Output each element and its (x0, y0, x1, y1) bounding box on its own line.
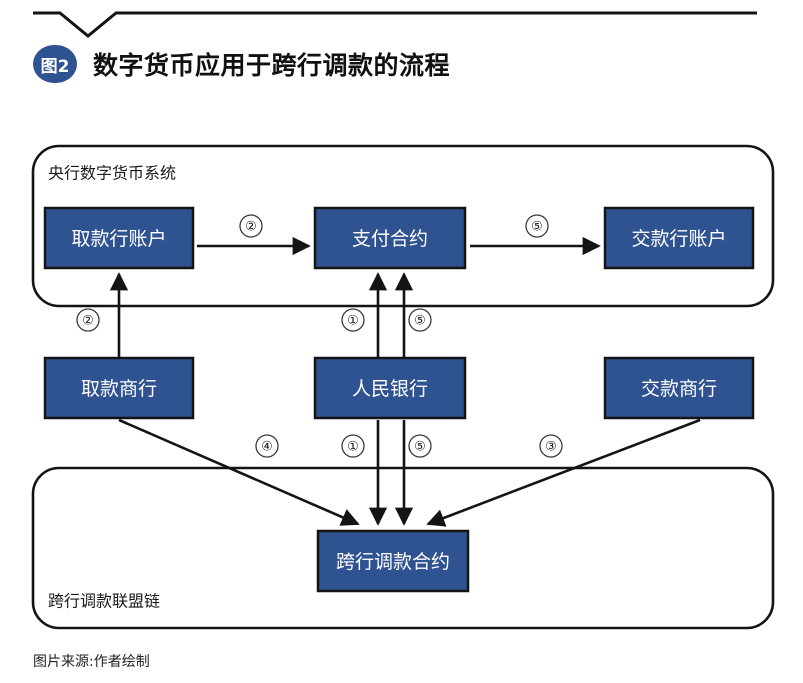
connector-layer (109, 236, 701, 527)
figure-number-badge: 图2 (33, 45, 77, 83)
step-badge-circle (539, 434, 563, 458)
step-badge-label: ⑤ (531, 220, 543, 235)
step-badge-label: ③ (545, 440, 557, 455)
source-note: 图片来源:作者绘制 (33, 654, 150, 670)
step-badge-circle (341, 308, 365, 332)
node-transfer-contract-label: 跨行调款合约 (336, 551, 450, 573)
node-pay-contract-box[interactable] (313, 206, 467, 270)
step-badge-label: ④ (261, 440, 273, 455)
edge-withdraw-bank-to-transfer-contract (118, 418, 360, 526)
node-withdraw-account-label: 取款行账户 (71, 228, 166, 250)
zone-chain-label: 跨行调款联盟链 (48, 592, 160, 611)
step-badge-label: ② (245, 220, 257, 235)
node-pay-contract[interactable]: 支付合约 (313, 206, 467, 270)
step-badge-circle (408, 308, 432, 332)
node-receive-bank[interactable]: 交款商行 (603, 356, 755, 420)
step-badge-circle (408, 434, 432, 458)
node-pboc-label: 人民银行 (352, 378, 428, 400)
node-receive-account[interactable]: 交款行账户 (603, 206, 755, 270)
step-badge-circle (76, 308, 100, 332)
step-badge-circle (239, 214, 263, 238)
step-badge-circle (255, 434, 279, 458)
step-badge-2-account-to-pay: ② (239, 214, 263, 238)
step-badge-label: ⑤ (414, 440, 426, 455)
step-badge-label: ① (347, 440, 359, 455)
page-title: 数字货币应用于跨行调款的流程 (93, 51, 451, 80)
edge-receive-bank-to-transfer-contract (426, 418, 701, 527)
step-badge-2-withdraw-up: ② (76, 308, 100, 332)
node-withdraw-bank[interactable]: 取款商行 (43, 356, 195, 420)
node-withdraw-account-box[interactable] (43, 206, 195, 270)
step-badge-circle (341, 434, 365, 458)
node-withdraw-bank-label: 取款商行 (81, 378, 157, 400)
node-transfer-contract-box[interactable] (316, 529, 470, 593)
step-badge-4-withdraw-to-transfer: ④ (255, 434, 279, 458)
node-receive-account-box[interactable] (603, 206, 755, 270)
node-receive-bank-label: 交款商行 (641, 378, 717, 400)
node-withdraw-account[interactable]: 取款行账户 (43, 206, 195, 270)
step-badge-label: ② (82, 314, 94, 329)
node-pboc[interactable]: 人民银行 (313, 356, 467, 420)
node-transfer-contract[interactable]: 跨行调款合约 (316, 529, 470, 593)
step-badge-circle (525, 214, 549, 238)
step-badge-1-pboc-to-transfer: ① (341, 434, 365, 458)
node-withdraw-bank-box[interactable] (43, 356, 195, 420)
node-pay-contract-label: 支付合约 (352, 228, 428, 250)
step-badge-5-pboc-to-pay: ⑤ (408, 308, 432, 332)
step-badge-5-pay-to-receive: ⑤ (525, 214, 549, 238)
figure-header: 图2 数字货币应用于跨行调款的流程 (33, 44, 450, 84)
node-pboc-box[interactable] (313, 356, 467, 420)
step-badge-3-receive-to-transfer: ③ (539, 434, 563, 458)
step-badge-5-pboc-to-transfer: ⑤ (408, 434, 432, 458)
step-badge-label: ⑤ (414, 314, 426, 329)
zone-cbdc-label: 央行数字货币系统 (48, 164, 176, 183)
step-badge-1-pboc-to-pay: ① (341, 308, 365, 332)
node-receive-account-label: 交款行账户 (631, 228, 726, 250)
node-receive-bank-box[interactable] (603, 356, 755, 420)
flow-diagram: 央行数字货币系统 跨行调款联盟链 (31, 144, 775, 630)
step-badge-label: ① (347, 314, 359, 329)
top-rule-decoration (33, 11, 757, 38)
